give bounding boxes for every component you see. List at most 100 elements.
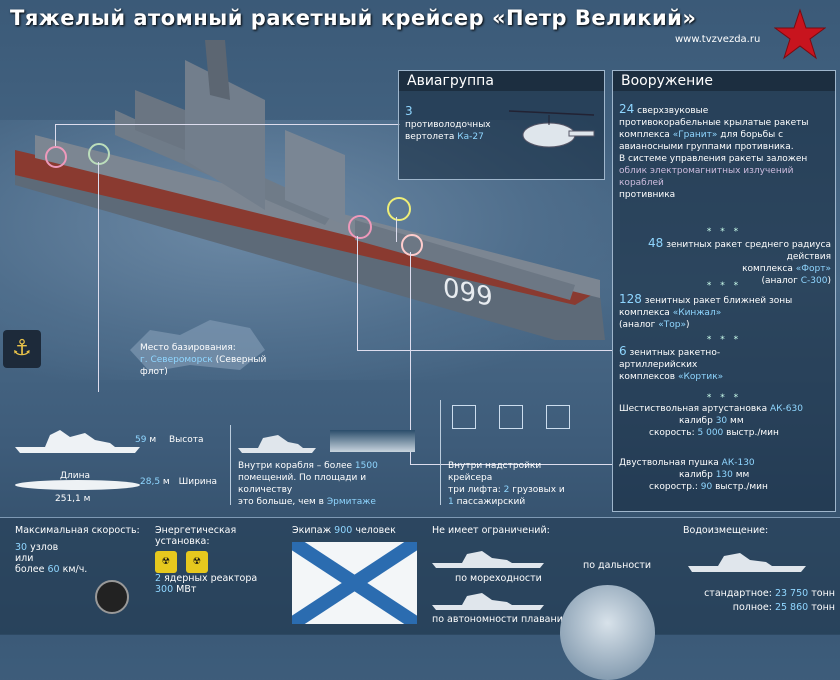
lifts-bracket: [440, 400, 581, 505]
granit-line7: противника: [619, 190, 676, 200]
ship-small-icon: [688, 553, 806, 572]
power-block: Энергетическая установка: ☢ ☢ 2 ядерных …: [155, 525, 280, 595]
granit-line2: противокорабельные крылатые ракеты: [619, 118, 809, 128]
rooms-bracket: [230, 425, 421, 505]
displacement-values: стандартное: 23 750 тонн полное: 25 860 …: [680, 588, 835, 613]
crew-block: Экипаж 900 человек: [292, 525, 422, 536]
ak630-cal-label: калибр: [679, 416, 713, 426]
granit-line4: авианосными группами противника.: [619, 142, 794, 152]
speed-kmh: 60: [47, 564, 60, 575]
bottom-stats-strip: [0, 517, 840, 635]
displacement-full-unit: тонн: [811, 602, 835, 613]
kinzhal-line1: зенитных ракет ближней зоны: [644, 296, 793, 306]
speed-kmh-unit: км/ч.: [62, 564, 88, 575]
speed-or: или: [15, 553, 34, 564]
marker-circle[interactable]: [348, 215, 372, 239]
connector-line: [55, 124, 56, 146]
fort-line1: зенитных ракет среднего радиуса действия: [666, 240, 831, 262]
granit-count: 24: [619, 102, 635, 116]
power-label: Энергетическая установка:: [155, 525, 237, 547]
ak130-block: Двуствольная пушка АК-130 калибр 130 мм …: [619, 457, 831, 493]
kinzhal-line2-pre: комплекса: [619, 308, 670, 318]
power-mw: 300: [155, 584, 174, 595]
separator: * * *: [706, 335, 742, 345]
limits-label: Не имеет ограничений:: [432, 525, 550, 536]
rooms-museum: Эрмитаже: [326, 497, 376, 507]
marker-circle[interactable]: [45, 146, 67, 168]
speed-label: Максимальная скорость:: [15, 525, 140, 536]
connector-line: [55, 124, 400, 125]
connector-line: [98, 162, 99, 392]
displacement-standard: 23 750: [774, 588, 809, 599]
granit-line1: сверхзвуковые: [637, 106, 709, 116]
kortik-line2-pre: комплексов: [619, 372, 676, 382]
fort-name: «Форт»: [795, 264, 831, 274]
length-label: Длина: [60, 471, 91, 481]
lift-icon: [452, 405, 476, 429]
displacement-label: Водоизмещение:: [683, 525, 769, 536]
rooms-text: Внутри корабля – более 1500 помещений. П…: [238, 460, 418, 508]
kinzhal-block: 128 зенитных ракет ближней зоны комплекс…: [619, 293, 831, 331]
ak630-name: АК-630: [769, 404, 803, 414]
separator: * * *: [706, 227, 742, 237]
radiation-icon: ☢: [186, 551, 209, 573]
connector-line: [357, 350, 612, 351]
speed-knots-unit: узлов: [30, 542, 59, 553]
lifts-pass: 1: [448, 497, 454, 507]
ship-top-silhouette: [15, 480, 140, 490]
fort-line2-pre: комплекса: [742, 264, 793, 274]
ak630-block: Шестиствольная артустановка АК-630 калиб…: [619, 403, 831, 439]
site-url[interactable]: www.tvzvezda.ru: [675, 34, 761, 45]
granit-block: 24 сверхзвуковые противокорабельные крыл…: [619, 103, 829, 201]
kinzhal-name: «Кинжал»: [672, 308, 722, 318]
air-group-text: 3 противолодочных вертолета Ка-27: [405, 105, 500, 143]
ship-small-icon: [432, 551, 544, 568]
lifts-text: Внутри надстройки крейсера три лифта: 2 …: [448, 460, 583, 508]
helicopter-model: Ка-27: [457, 132, 484, 142]
granit-name: «Гранит»: [672, 130, 718, 140]
fort-count: 48: [648, 236, 664, 250]
separator: * * *: [706, 393, 742, 403]
crew-count: 900: [334, 525, 353, 536]
crew-label: Экипаж: [292, 525, 332, 536]
ship-small-icon: [432, 593, 544, 610]
marker-circle[interactable]: [401, 234, 423, 256]
speed-more: более: [15, 564, 45, 575]
crew-unit: человек: [355, 525, 396, 536]
width-value: 28,5: [140, 477, 161, 487]
power-count: 2: [155, 573, 162, 584]
kinzhal-analog-close: ): [686, 320, 690, 330]
power-mw-unit: МВт: [176, 584, 197, 595]
rooms-text1: Внутри корабля – более: [238, 461, 353, 471]
air-group-header: Авиагруппа: [399, 71, 604, 91]
ak130-name: АК-130: [721, 458, 755, 468]
width-label: Ширина: [178, 477, 218, 487]
page-title: Тяжелый атомный ракетный крейсер «Петр В…: [10, 6, 697, 30]
marker-circle[interactable]: [88, 143, 110, 165]
armament-header: Вооружение: [613, 71, 835, 91]
kinzhal-analog: «Тор»: [658, 320, 687, 330]
ak130-rate: 90: [700, 482, 713, 492]
ak130-rate-label: скоростр.:: [649, 482, 698, 492]
ak630-line1: Шестиствольная артустановка: [619, 404, 768, 414]
displacement-full-label: полное:: [732, 602, 772, 613]
lifts-cargo: 2: [503, 485, 510, 495]
ak130-cal: 130: [715, 470, 733, 480]
kinzhal-count: 128: [619, 292, 642, 306]
kortik-line1: зенитных ракетно-артиллерийских: [619, 348, 721, 370]
fort-analog-pre: (аналог: [761, 276, 798, 286]
connector-line: [357, 236, 358, 350]
ak130-rate-unit: выстр./мин: [715, 482, 768, 492]
height-label: Высота: [169, 435, 204, 445]
marker-circle[interactable]: [387, 197, 411, 221]
displacement-block: Водоизмещение:: [683, 525, 833, 536]
lift-icon: [499, 405, 524, 429]
armament-panel: Вооружение 24 сверхзвуковые противокораб…: [612, 70, 836, 512]
rooms-count: 1500: [354, 461, 378, 471]
limits-autonomy: по автономности плавания: [432, 614, 569, 625]
ship-side-silhouette: [15, 430, 140, 453]
lifts-text1: Внутри надстройки крейсера: [448, 461, 542, 483]
granit-line5: В системе управления ракеты заложен: [619, 154, 808, 164]
globe-icon: [560, 585, 655, 680]
helicopter-desc: противолодочных вертолета: [405, 120, 491, 142]
